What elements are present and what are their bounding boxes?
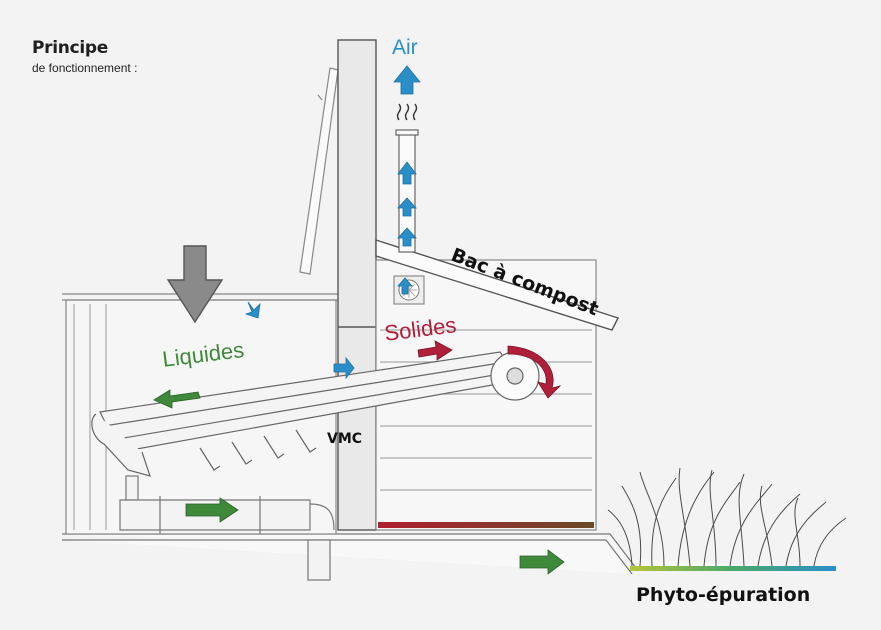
vmc-fan xyxy=(393,275,425,305)
solid-arrow-icon xyxy=(417,340,453,361)
air-arrow-icon xyxy=(397,277,413,295)
heat-waves-icon xyxy=(396,103,418,121)
air-arrow-icon xyxy=(397,161,417,185)
reed-plants xyxy=(607,467,847,567)
solid-arrow-icon xyxy=(507,345,562,399)
page-title: Principe xyxy=(32,38,108,58)
liquid-arrow-icon xyxy=(153,389,201,409)
conveyor-screw xyxy=(91,351,540,477)
air-arrow-icon xyxy=(397,197,417,217)
central-wall xyxy=(337,39,377,531)
air-arrow-icon xyxy=(244,301,261,319)
vmc-label: VMC xyxy=(327,431,363,447)
liquid-flow-arrows xyxy=(153,389,565,575)
gravity-arrow-icon xyxy=(166,245,224,324)
air-arrow-icon xyxy=(397,227,417,247)
air-arrow-icon xyxy=(333,356,355,380)
compost-roof xyxy=(375,239,619,331)
air-flow-arrows xyxy=(244,65,421,380)
liquid-arrow-icon xyxy=(519,549,565,575)
air-label: Air xyxy=(392,36,418,59)
toilet-lid xyxy=(299,67,339,275)
air-arrow-icon xyxy=(393,65,421,95)
chimney-pipe xyxy=(395,129,419,253)
phyto-bed xyxy=(630,566,836,571)
solid-flow-arrows xyxy=(417,340,562,399)
phyto-label: Phyto-épuration xyxy=(636,584,811,606)
page-subtitle: de fonctionnement : xyxy=(32,61,138,75)
liquid-arrow-icon xyxy=(185,497,239,523)
compost-floor xyxy=(378,522,594,528)
